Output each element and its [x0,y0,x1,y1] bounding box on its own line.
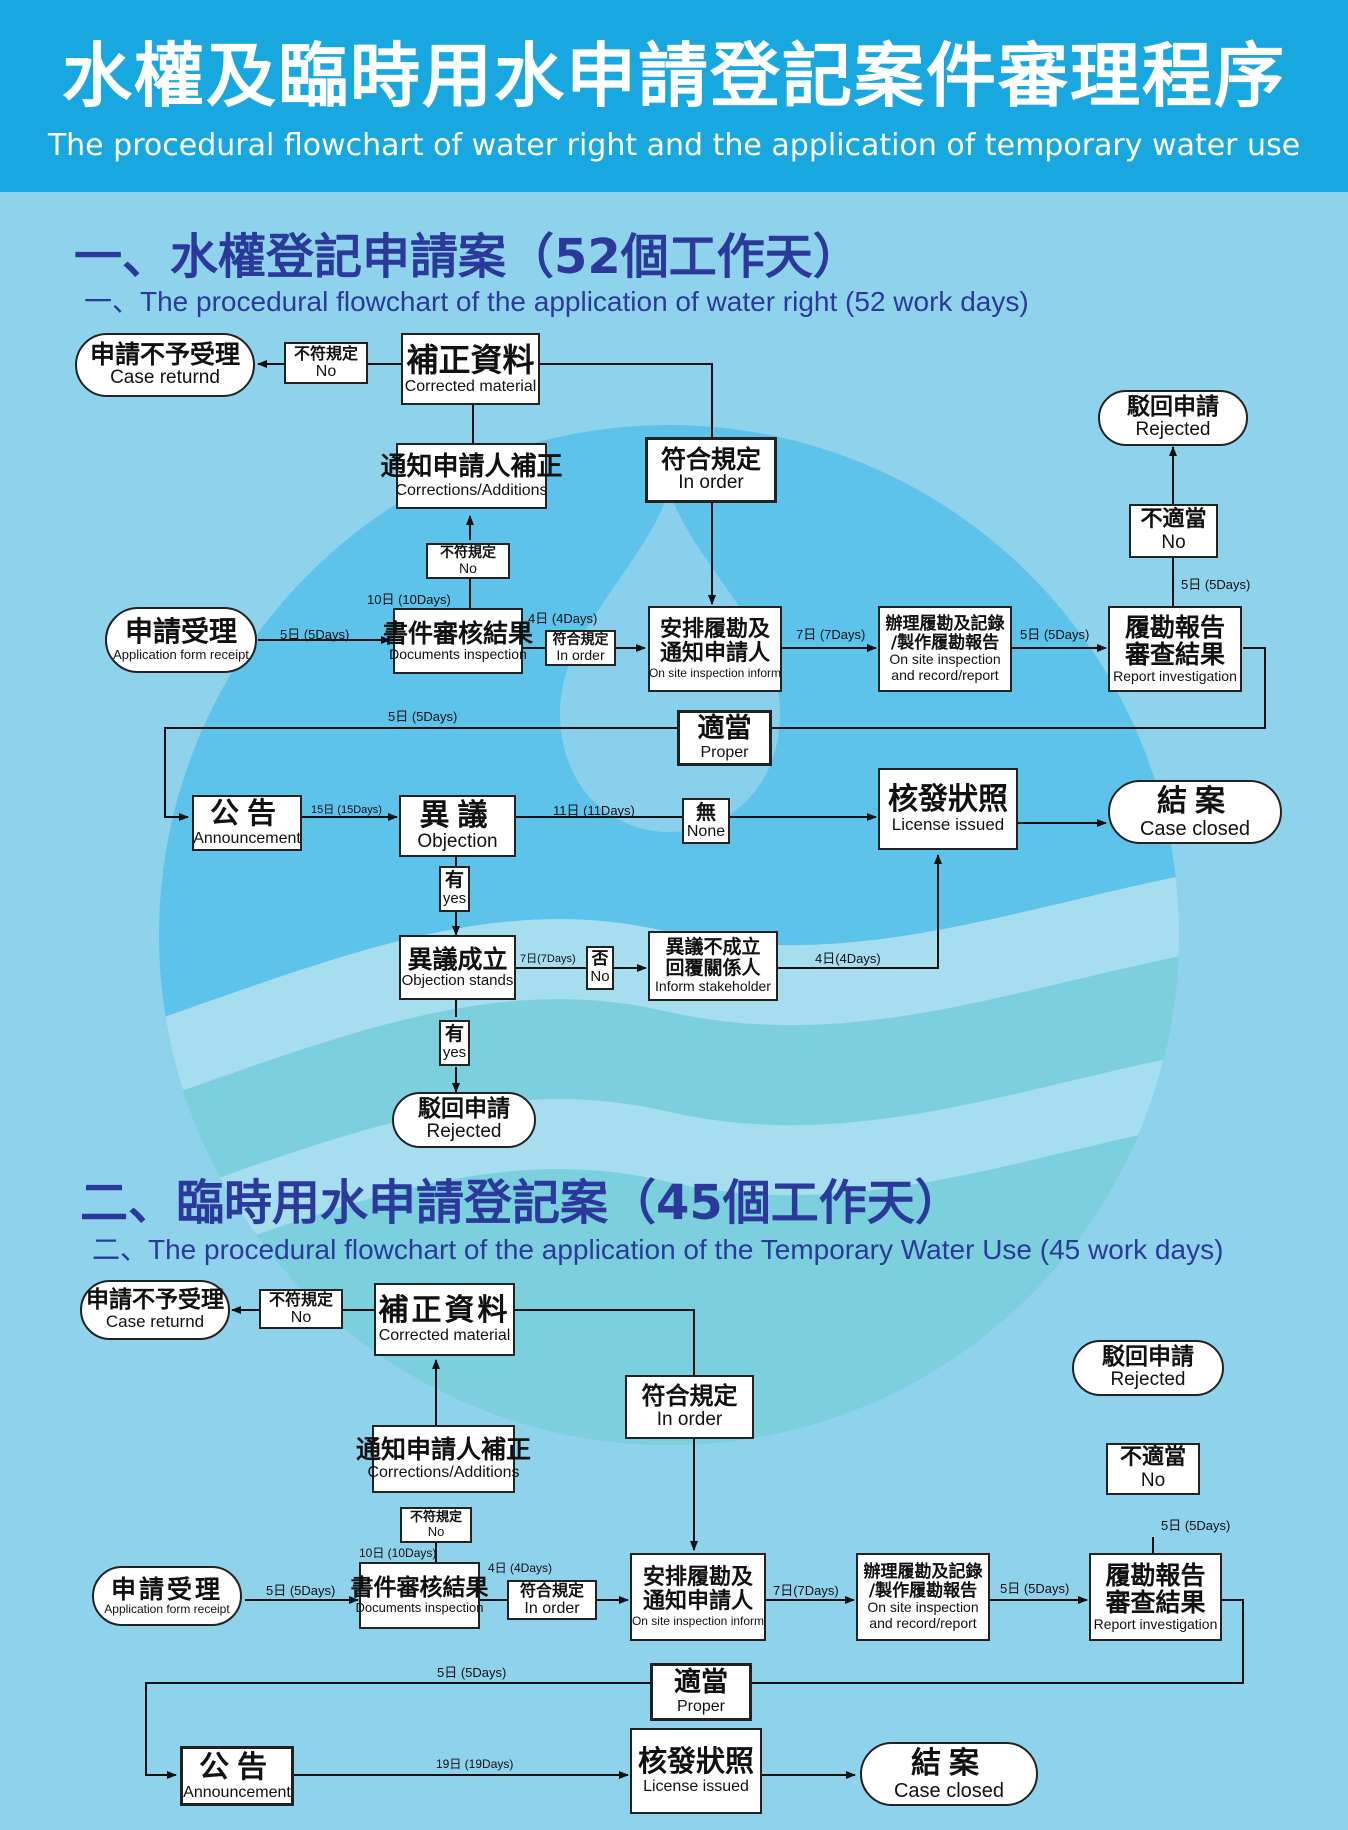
case-closed-node-2: 結案 Case closed [860,1742,1038,1806]
case-closed-node: 結案 Case closed [1108,780,1282,844]
section1-subheading: 一、The procedural flowchart of the applic… [84,286,1029,317]
arrange-inspection-node: 安排履勘及 通知申請人 On site inspection inform [648,606,782,692]
arrange-inspection-node-2: 安排履勘及 通知申請人 On site inspection inform [630,1553,766,1641]
duration-label: 4日(4Days) [815,951,881,966]
notify-correction-node-2: 通知申請人補正 Corrections/Additions [356,1425,531,1493]
not-proper-node: 不適當 No [1129,504,1218,558]
onsite-record-node-2: 辦理履勘及記錄 /製作履勘報告 On site inspection and r… [856,1553,990,1641]
not-comply-small-label-2: 不符規定 No [400,1507,472,1543]
duration-label: 5日 (5Days) [1020,627,1090,642]
report-investigation-node: 履勘報告 審查結果 Report investigation [1108,606,1242,692]
header-banner: 水權及臨時用水申請登記案件審理程序 The procedural flowcha… [0,0,1348,192]
duration-label: 5日 (5Days) [437,1665,507,1680]
duration-label: 5日 (5Days) [1181,577,1251,592]
not-proper-node-2: 不適當 No [1106,1443,1200,1495]
duration-label: 5日 (5Days) [266,1583,336,1598]
objection-fail-node: 異議不成立 回覆關係人 Inform stakeholder [648,931,778,1001]
not-comply-label-2: 不符規定 No [259,1289,343,1329]
not-comply-label: 不符規定 No [284,342,368,384]
in-order-node-2: 符合規定 In order [625,1375,754,1439]
proper-node-2: 適當 Proper [650,1663,752,1721]
duration-label: 15日 (15Days) [311,804,382,816]
in-order-small-label-2: 符合規定 In order [507,1580,597,1620]
application-receipt-node-2: 申請受理 Application form receipt [92,1566,242,1626]
corrected-material-node-2: 補正資料 Corrected material [374,1283,515,1356]
yes-label-2: 有 yes [439,1020,470,1066]
page-title: 水權及臨時用水申請登記案件審理程序 [62,35,1286,117]
section2-heading: 二、臨時用水申請登記案（45個工作天） [80,1175,963,1231]
duration-label: 19日 (19Days) [436,1757,514,1771]
duration-label: 7日 (7Days) [796,627,866,642]
section2-subheading: 二、The procedural flowchart of the applic… [92,1234,1224,1265]
duration-label: 5日 (5Days) [1161,1518,1231,1533]
license-issued-node-2: 核發狀照 License issued [630,1728,762,1814]
duration-label: 10日 (10Days) [359,1546,437,1560]
rejected-top-node: 駁回申請 Rejected [1098,390,1248,446]
report-investigation-node-2: 履勘報告 審查結果 Report investigation [1089,1553,1222,1641]
duration-label: 7日(7Days) [520,953,576,965]
duration-label: 10日 (10Days) [367,592,451,607]
objection-stands-node: 異議成立 Objection stands [399,935,516,1000]
duration-label: 4日 (4Days) [488,1561,553,1575]
rejected-top-node-2: 駁回申請 Rejected [1072,1340,1224,1396]
rejected-bottom-node: 駁回申請 Rejected [392,1092,536,1148]
duration-label: 7日(7Days) [773,1583,839,1598]
application-receipt-node: 申請受理 Application form receipt [105,607,257,673]
duration-label: 5日 (5Days) [388,709,458,724]
announcement-node: 公告 Announcement [192,795,302,851]
duration-label: 5日 (5Days) [1000,1581,1070,1596]
corrected-material-node: 補正資料 Corrected material [401,333,540,405]
proper-node: 適當 Proper [677,710,772,766]
case-return-node-2: 申請不予受理 Case returnd [80,1280,230,1340]
document-inspection-node-2: 書件審核結果 Documents inspection [351,1562,489,1629]
duration-label: 5日 (5Days) [280,627,350,642]
license-issued-node: 核發狀照 License issued [878,768,1018,850]
not-comply-small-label: 不符規定 No [426,543,510,579]
case-return-node: 申請不予受理 Case returnd [75,333,255,397]
objection-node: 異議 Objection [399,795,516,857]
section1-heading: 一、水權登記申請案（52個工作天） [74,229,861,285]
no-label: 否 No [586,946,614,990]
in-order-small-label: 符合規定 In order [545,630,616,666]
notify-correction-node: 通知申請人補正 Corrections/Additions [381,443,563,509]
in-order-node: 符合規定 In order [645,437,777,503]
page-subtitle: The procedural flowchart of water right … [47,128,1301,163]
announcement-node-2: 公告 Announcement [180,1746,294,1806]
none-label: 無 None [682,798,730,844]
duration-label: 11日 (11Days) [553,803,635,818]
duration-label: 4日 (4Days) [528,611,598,626]
document-inspection-node: 書件審核結果 Documents inspection [383,608,533,674]
onsite-record-node: 辦理履勘及記錄 /製作履勘報告 On site inspection and r… [878,606,1012,692]
yes-label-1: 有 yes [439,866,470,912]
